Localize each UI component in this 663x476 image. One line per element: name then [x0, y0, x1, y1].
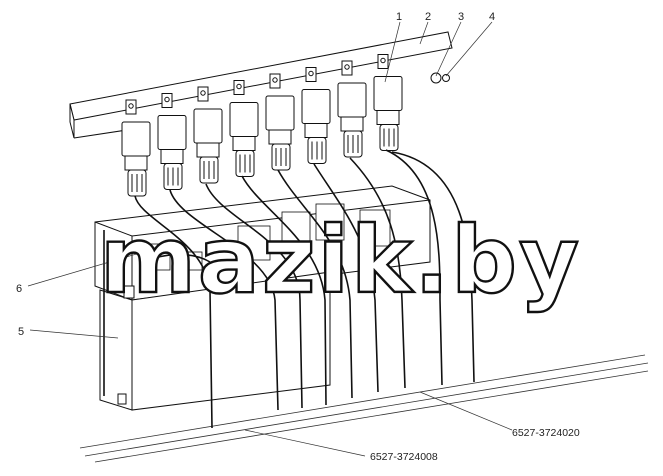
wire-harness — [103, 149, 475, 429]
relay-unit — [373, 54, 403, 151]
relay-unit — [265, 73, 295, 171]
part-number-lower: 6527-3724008 — [370, 451, 438, 463]
callout-1: 1 — [396, 11, 402, 23]
callout-5: 5 — [18, 326, 24, 338]
wire — [149, 253, 211, 263]
floor-rails — [79, 354, 649, 463]
relay-unit — [301, 67, 331, 164]
leader-lines — [27, 21, 513, 457]
wire — [241, 175, 327, 406]
nut — [430, 72, 442, 84]
relay-unit — [337, 60, 367, 158]
wire — [205, 183, 303, 409]
part-number-upper: 6527-3724020 — [512, 427, 580, 439]
wire — [134, 195, 213, 429]
relay-unit — [121, 99, 151, 197]
watermark: mazik.by — [100, 207, 581, 314]
callout-3: 3 — [458, 11, 464, 23]
wire — [313, 163, 379, 393]
callout-2: 2 — [425, 11, 431, 23]
relay-unit — [157, 93, 187, 190]
washer — [442, 74, 450, 82]
relay-row — [121, 54, 450, 197]
relay-unit — [229, 80, 259, 177]
relay-unit — [193, 86, 223, 184]
wire — [169, 189, 279, 411]
wire — [385, 149, 443, 386]
wire — [349, 157, 406, 389]
callout-6: 6 — [16, 283, 22, 295]
wire — [391, 151, 475, 383]
wire — [277, 169, 353, 399]
callout-4: 4 — [489, 11, 495, 23]
